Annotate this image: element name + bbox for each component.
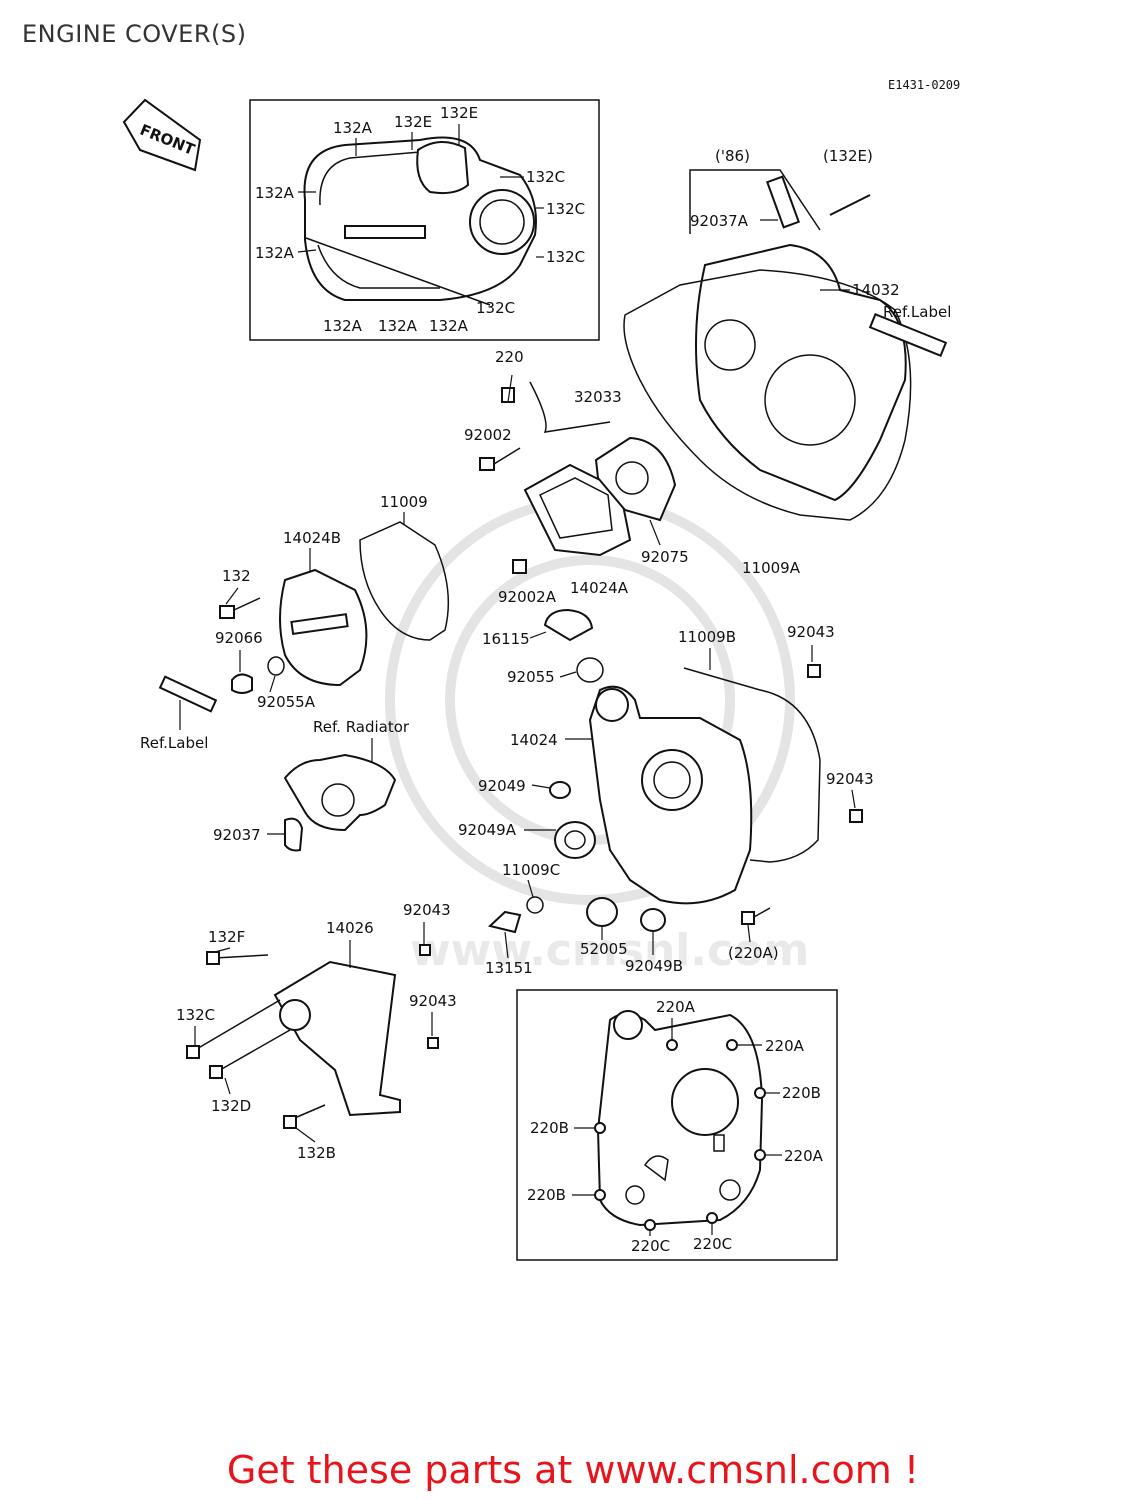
inset2-labels: 220A 220A 220B 220B 220A 220B 220C 220C bbox=[527, 998, 824, 1255]
svg-text:220B: 220B bbox=[530, 1119, 569, 1137]
svg-text:92055: 92055 bbox=[507, 668, 555, 686]
gasket-11009A bbox=[623, 269, 912, 521]
svg-text:92037: 92037 bbox=[213, 826, 261, 844]
left-parts: Ref.Label Ref. Radiator 92037 bbox=[140, 675, 410, 852]
inset-clutch-cover bbox=[249, 99, 600, 341]
svg-text:14026: 14026 bbox=[326, 919, 374, 937]
right-cover-labels: 11009B 92043 14024 92049 92049A 92043 11… bbox=[458, 623, 874, 977]
svg-text:32033: 32033 bbox=[574, 388, 622, 406]
svg-text:132A: 132A bbox=[333, 119, 373, 137]
svg-text:92043: 92043 bbox=[409, 992, 457, 1010]
svg-text:220C: 220C bbox=[631, 1237, 670, 1255]
svg-text:132A: 132A bbox=[255, 244, 295, 262]
svg-text:Ref.Label: Ref.Label bbox=[140, 734, 208, 752]
engine-cover-diagram: www.cmsnl.com E1431-0209 FRONT 132A 132E… bbox=[122, 78, 960, 1261]
svg-text:92075: 92075 bbox=[641, 548, 689, 566]
bottom-left-cover-14026 bbox=[186, 944, 439, 1129]
svg-text:14024B: 14024B bbox=[283, 529, 341, 547]
svg-text:132C: 132C bbox=[546, 200, 585, 218]
watermark-text: www.cmsnl.com bbox=[410, 925, 809, 976]
svg-text:220: 220 bbox=[495, 348, 524, 366]
svg-text:132A: 132A bbox=[323, 317, 363, 335]
inset1-labels: 132A 132E 132E 132C 132C 132C 132C 132A … bbox=[255, 104, 585, 335]
svg-text:11009C: 11009C bbox=[502, 861, 560, 879]
svg-text:14024: 14024 bbox=[510, 731, 558, 749]
svg-text:132A: 132A bbox=[378, 317, 418, 335]
bottom-left-labels: 132F 14026 92043 92043 132C 132D 132B bbox=[176, 901, 457, 1162]
svg-text:(132E): (132E) bbox=[823, 147, 873, 165]
svg-text:220B: 220B bbox=[782, 1084, 821, 1102]
svg-text:13151: 13151 bbox=[485, 959, 533, 977]
svg-text:132E: 132E bbox=[394, 113, 432, 131]
inset-right-cover-bolts bbox=[516, 989, 838, 1261]
svg-text:220A: 220A bbox=[784, 1147, 824, 1165]
right-cover-14024 bbox=[487, 664, 863, 934]
middle-parts bbox=[219, 374, 677, 694]
page-title: ENGINE COVER(S) bbox=[22, 20, 247, 48]
front-arrow-icon: FRONT bbox=[122, 98, 202, 172]
svg-text:132C: 132C bbox=[546, 248, 585, 266]
svg-text:220B: 220B bbox=[527, 1186, 566, 1204]
clutch-cover-14032 bbox=[695, 243, 907, 502]
svg-text:('86): ('86) bbox=[715, 147, 750, 165]
diagram-code: E1431-0209 bbox=[888, 78, 960, 92]
svg-text:14032: 14032 bbox=[852, 281, 900, 299]
svg-text:132E: 132E bbox=[440, 104, 478, 122]
svg-text:16115: 16115 bbox=[482, 630, 530, 648]
svg-text:92055A: 92055A bbox=[257, 693, 316, 711]
svg-text:220A: 220A bbox=[765, 1037, 805, 1055]
svg-text:11009A: 11009A bbox=[742, 559, 801, 577]
svg-text:220C: 220C bbox=[693, 1235, 732, 1253]
middle-labels: 220 32033 92002 11009 14024B 132 92066 9… bbox=[215, 348, 801, 711]
svg-text:132: 132 bbox=[222, 567, 251, 585]
svg-text:Ref. Radiator: Ref. Radiator bbox=[313, 718, 410, 736]
svg-text:132A: 132A bbox=[255, 184, 295, 202]
svg-text:11009B: 11009B bbox=[678, 628, 736, 646]
svg-text:52005: 52005 bbox=[580, 940, 628, 958]
svg-text:132C: 132C bbox=[526, 168, 565, 186]
svg-text:92049B: 92049B bbox=[625, 957, 683, 975]
svg-text:132C: 132C bbox=[476, 299, 515, 317]
svg-text:92002A: 92002A bbox=[498, 588, 557, 606]
svg-text:92043: 92043 bbox=[403, 901, 451, 919]
svg-text:92037A: 92037A bbox=[690, 212, 749, 230]
svg-text:11009: 11009 bbox=[380, 493, 428, 511]
footer-cmsnl-link[interactable]: Get these parts at www.cmsnl.com ! bbox=[226, 1448, 920, 1492]
svg-text:132A: 132A bbox=[429, 317, 469, 335]
svg-text:132C: 132C bbox=[176, 1006, 215, 1024]
svg-text:92002: 92002 bbox=[464, 426, 512, 444]
svg-text:14024A: 14024A bbox=[570, 579, 629, 597]
svg-text:92049A: 92049A bbox=[458, 821, 517, 839]
svg-text:220A: 220A bbox=[656, 998, 696, 1016]
svg-text:92043: 92043 bbox=[826, 770, 874, 788]
svg-text:132D: 132D bbox=[211, 1097, 251, 1115]
svg-text:132B: 132B bbox=[297, 1144, 336, 1162]
svg-text:Ref.Label: Ref.Label bbox=[883, 303, 951, 321]
svg-text:132F: 132F bbox=[208, 928, 245, 946]
svg-text:92049: 92049 bbox=[478, 777, 526, 795]
svg-text:92043: 92043 bbox=[787, 623, 835, 641]
top-right-labels: ('86) (132E) 92037A 14032 Ref.Label bbox=[689, 147, 951, 358]
svg-text:92066: 92066 bbox=[215, 629, 263, 647]
svg-text:(220A): (220A) bbox=[728, 944, 779, 962]
